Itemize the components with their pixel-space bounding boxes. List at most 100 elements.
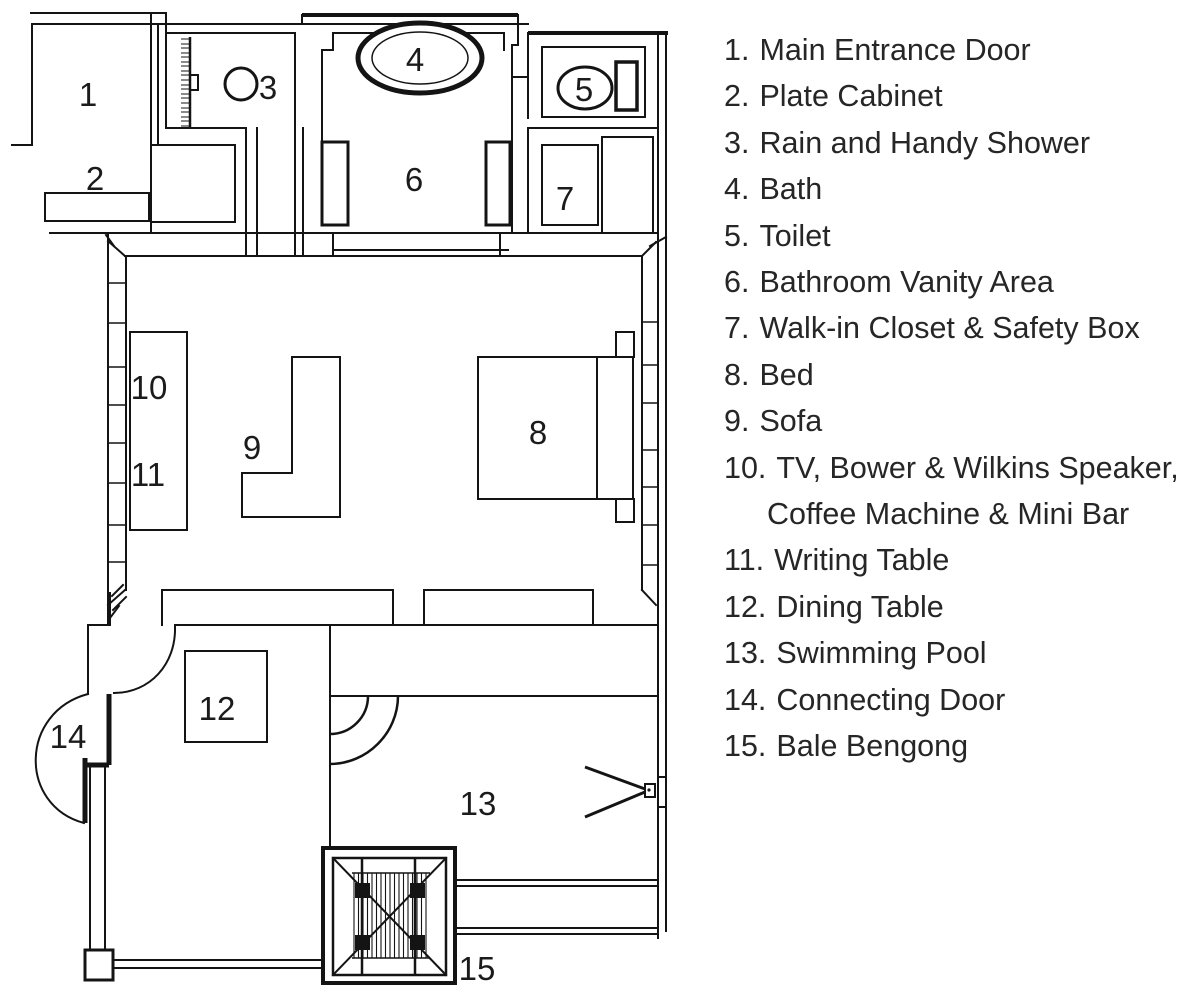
- shower-handle: [189, 74, 199, 91]
- floor-plan: 1 2 3 4 5 6 7 8 9 10 11 12 13 14 15: [11, 12, 668, 987]
- bedroom-furniture: [129, 331, 635, 531]
- plan-label-7: 7: [556, 180, 574, 217]
- legend-item-number: 11.: [724, 543, 765, 578]
- bale-post: [355, 883, 370, 898]
- nightstand-top: [615, 331, 635, 358]
- legend-item-number: 3.: [724, 125, 750, 160]
- legend-item-number: 15.: [724, 729, 767, 764]
- legend-item-label: Coffee Machine & Mini Bar: [767, 497, 1130, 532]
- floor-plan-drawing: 1 2 3 4 5 6 7 8 9 10 11 12 13 14 15: [11, 12, 668, 987]
- legend-item-4: 4. Bath: [724, 166, 1179, 212]
- legend-item-number: 12.: [724, 589, 767, 624]
- legend-item-number: 7.: [724, 311, 750, 346]
- legend-item-8: 8. Bed: [724, 352, 1179, 398]
- bedroom-deck: [106, 232, 658, 626]
- plan-label-11: 11: [131, 456, 165, 493]
- plan-label-8: 8: [529, 414, 547, 451]
- vanity-cabinet-right: [484, 140, 512, 227]
- legend-item-label: Rain and Handy Shower: [759, 125, 1091, 160]
- legend-item-label: Bath: [759, 172, 823, 207]
- deck-ticks-left: [108, 282, 125, 563]
- south-fence: [112, 959, 323, 969]
- plan-label-14: 14: [50, 718, 87, 755]
- toilet-bowl: [556, 65, 614, 111]
- legend-item-13: 13. Swimming Pool: [724, 630, 1179, 676]
- legend-item-label: Main Entrance Door: [759, 33, 1031, 67]
- plan-label-13: 13: [460, 785, 497, 822]
- bale-bengong: [321, 846, 457, 985]
- shower-screen-ticks: [181, 38, 190, 127]
- legend-item-number: 13.: [724, 636, 767, 671]
- bathtub-inner: [371, 31, 469, 85]
- plan-label-15: 15: [459, 950, 496, 987]
- wardrobe: [601, 136, 654, 234]
- legend-item-label: Walk-in Closet & Safety Box: [759, 311, 1140, 346]
- legend-item-label: Toilet: [759, 218, 831, 253]
- legend-item-label: Writing Table: [774, 543, 950, 578]
- legend-item-label: Sofa: [759, 404, 823, 439]
- legend-item-number: 5.: [724, 218, 750, 253]
- bathtub: [355, 20, 485, 96]
- sofa: [241, 356, 341, 518]
- bed-headboard: [596, 356, 634, 500]
- door-swing-arc: [34, 692, 90, 825]
- legend-item-label: Bale Bengong: [776, 729, 969, 764]
- plate-cabinet: [44, 192, 150, 222]
- toilet-tank: [614, 60, 639, 112]
- legend-item-number: 10.: [724, 450, 767, 485]
- deck-ticks-right: [642, 321, 658, 566]
- legend-item-number: 1.: [724, 33, 750, 67]
- legend-item-number: 9.: [724, 404, 750, 439]
- legend-item-label: Connecting Door: [776, 682, 1006, 717]
- vanity-cabinet-left: [320, 140, 350, 227]
- legend-item-12: 12. Dining Table: [724, 584, 1179, 630]
- dining-terrace: [87, 583, 659, 743]
- dining-table: [184, 650, 268, 743]
- plan-label-6: 6: [405, 161, 423, 198]
- plan-label-4: 4: [406, 41, 424, 78]
- bale-post: [410, 935, 425, 950]
- swimming-pool: [329, 624, 659, 849]
- legend-item-number: 14.: [724, 682, 767, 717]
- pool-south-edge: [455, 879, 659, 935]
- legend-item-2: 2. Plate Cabinet: [724, 73, 1179, 119]
- legend-list: 1. Main Entrance Door 2. Plate Cabinet 3. R…: [724, 27, 1179, 770]
- room-toilet: [527, 31, 668, 119]
- site-walls: [49, 32, 668, 939]
- legend-item-14: 14. Connecting Door: [724, 677, 1179, 723]
- legend-item-label: Bathroom Vanity Area: [759, 265, 1054, 300]
- passage-walls: [245, 32, 501, 257]
- deck-corner-bevels: [106, 239, 658, 620]
- legend-item-label: Bed: [759, 357, 814, 392]
- plan-label-2: 2: [86, 160, 104, 197]
- legend-item-11: 11. Writing Table: [724, 537, 1179, 583]
- room-closet: [527, 127, 659, 234]
- legend-item-9: 9. Sofa: [724, 398, 1179, 444]
- tv-console: [129, 331, 188, 531]
- plan-label-3: 3: [259, 69, 277, 106]
- legend-item-7: 7. Walk-in Closet & Safety Box: [724, 305, 1179, 351]
- dining-door-arc: [112, 625, 177, 695]
- plan-labels: 1 2 3 4 5 6 7 8 9 10 11 12 13 14 15: [50, 41, 594, 987]
- legend-item-label: Plate Cabinet: [759, 79, 943, 114]
- shower-head-icon: [223, 66, 259, 102]
- legend-item-number: 6.: [724, 265, 750, 300]
- legend-item-label: Swimming Pool: [776, 636, 987, 671]
- plan-label-10: 10: [131, 369, 168, 406]
- plan-label-1: 1: [79, 76, 97, 113]
- legend-item-5: 5. Toilet: [724, 213, 1179, 259]
- plan-label-9: 9: [243, 429, 261, 466]
- legend-item-number: 2.: [724, 79, 750, 114]
- bale-roof-slats: [353, 873, 427, 958]
- connecting-door: [34, 692, 323, 982]
- legend-item-label: Dining Table: [776, 589, 944, 624]
- pool-inlet-arrow: [584, 765, 646, 819]
- legend-item-15: 15. Bale Bengong: [724, 723, 1179, 769]
- legend-item-10: 10.TV, Bower & Wilkins Speaker,: [724, 445, 1179, 491]
- bale-post: [355, 935, 370, 950]
- legend-item-number: 8.: [724, 357, 750, 392]
- legend-item-number: 4.: [724, 172, 750, 207]
- corner-post: [83, 948, 115, 982]
- legend-item-10-line2: Coffee Machine & Mini Bar: [724, 491, 1179, 537]
